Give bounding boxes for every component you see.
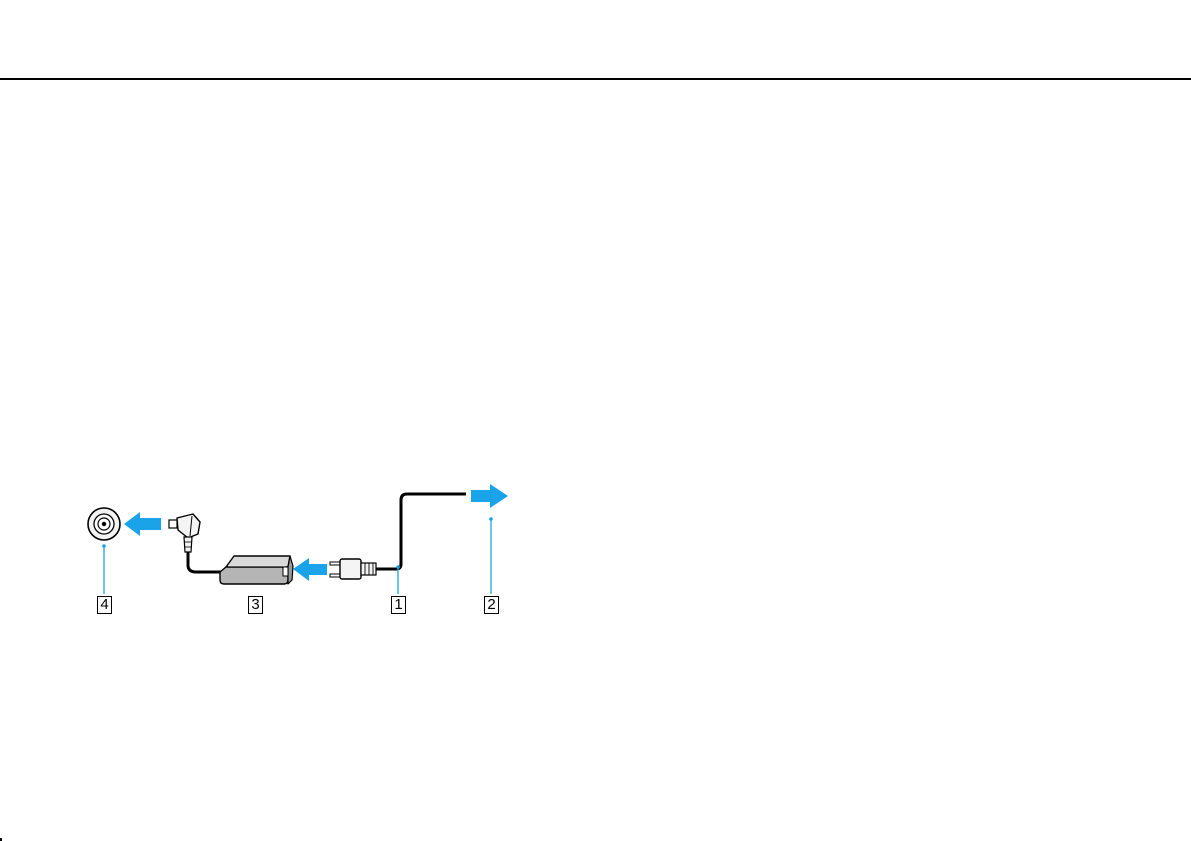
power-cord-icon bbox=[376, 494, 466, 569]
arrow-right-icon bbox=[471, 484, 508, 508]
leader-line-2 bbox=[489, 517, 493, 594]
leader-line-4 bbox=[102, 544, 106, 594]
ac-adapter-icon bbox=[220, 556, 293, 584]
callout-3: 3 bbox=[248, 596, 263, 614]
dc-in-port-icon bbox=[88, 508, 120, 540]
arrow-left-icon bbox=[293, 558, 327, 581]
callout-4: 4 bbox=[97, 596, 112, 614]
callout-2: 2 bbox=[484, 596, 499, 614]
callout-1: 1 bbox=[391, 596, 406, 614]
arrow-left-icon bbox=[124, 512, 161, 536]
dc-plug-icon bbox=[169, 514, 200, 552]
power-cord-plug-icon bbox=[330, 559, 376, 579]
dc-cable bbox=[188, 552, 221, 572]
